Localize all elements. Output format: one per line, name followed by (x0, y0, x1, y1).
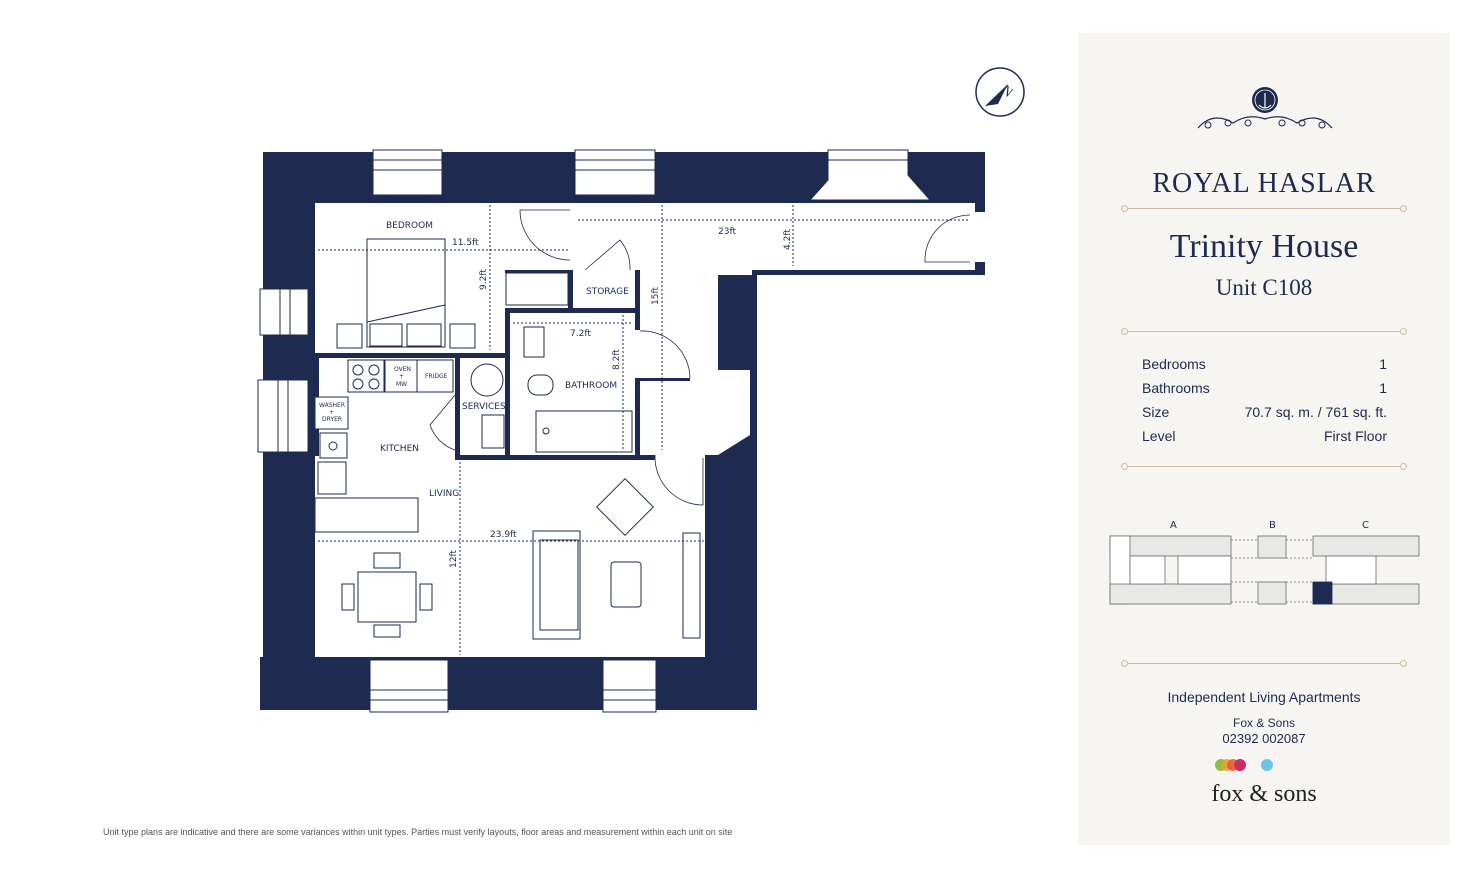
divider (1121, 463, 1407, 470)
dim-15ft: 15ft (651, 287, 661, 305)
dimension-lines (318, 205, 968, 655)
spec-value: 1 (1379, 356, 1387, 372)
divider (1121, 205, 1407, 212)
block-label-b: B (1269, 520, 1276, 531)
armchair (596, 478, 654, 536)
dim-bedroom-width: 11.5ft (452, 238, 479, 248)
info-panel: ROYAL HASLAR Trinity House Unit C108 Bed… (1078, 33, 1450, 845)
tagline: Independent Living Apartments (1167, 689, 1361, 705)
appliance-washer-plus: + (329, 409, 334, 416)
appliance-dryer: DRYER (322, 416, 342, 423)
highlighted-unit (1312, 581, 1333, 605)
unit-title: Unit C108 (1215, 275, 1313, 300)
building-title: Trinity House (1169, 228, 1359, 265)
brand-name: ROYAL HASLAR (1152, 168, 1376, 199)
divider (1121, 328, 1407, 335)
spec-label: Level (1142, 428, 1176, 444)
block-label-c: C (1362, 520, 1369, 531)
dim-bath-width: 7.2ft (570, 329, 591, 339)
spec-value: 1 (1379, 380, 1387, 396)
dim-living-width: 23.9ft (490, 530, 517, 540)
room-label-bathroom: BATHROOM (565, 381, 617, 391)
divider (1121, 660, 1407, 667)
appliance-mw: MW (396, 381, 407, 388)
spec-label: Bedrooms (1142, 356, 1206, 372)
spec-value: 70.7 sq. m. / 761 sq. ft. (1244, 404, 1387, 420)
dim-hall-width: 4.2ft (783, 229, 793, 250)
appliance-washer: WASHER (319, 402, 345, 409)
dim-hall-length: 23ft (718, 227, 736, 237)
room-labels: BEDROOM STORAGE BATHROOM SERVICES KITCHE… (319, 221, 629, 499)
spec-label: Bathrooms (1142, 380, 1210, 396)
room-label-kitchen: KITCHEN (380, 444, 419, 454)
appliance-oven: OVEN (394, 366, 411, 373)
tv-unit (682, 532, 701, 639)
room-label-services: SERVICES (462, 402, 506, 412)
room-label-storage: STORAGE (586, 287, 629, 297)
wardrobe (505, 272, 569, 306)
spec-row: Size 70.7 sq. m. / 761 sq. ft. (1142, 400, 1387, 424)
spec-row: Bathrooms 1 (1142, 376, 1387, 400)
boiler (470, 363, 504, 397)
windows (257, 149, 932, 713)
hob (347, 359, 385, 393)
dim-bedroom-depth: 9.2ft (479, 269, 489, 290)
fox-and-sons-logo: fox & sons (1211, 781, 1317, 807)
fox-and-sons-dots-logo (1215, 759, 1273, 771)
spec-row: Bedrooms 1 (1142, 352, 1387, 376)
spec-row: Level First Floor (1142, 424, 1387, 448)
coffee-table (610, 561, 642, 608)
dimension-labels: 11.5ft 9.2ft 23ft 4.2ft 15ft 7.2ft 8.2ft… (449, 227, 793, 568)
site-key-plan: A B C (1109, 520, 1420, 605)
window-glazing (277, 159, 908, 701)
spec-list: Bedrooms 1 Bathrooms 1 Size 70.7 sq. m. / 7… (1142, 352, 1387, 448)
counter (314, 497, 419, 533)
royal-haslar-crest-logo (1197, 87, 1333, 129)
dim-bath-depth: 8.2ft (612, 349, 622, 370)
room-label-living: LIVING (429, 489, 459, 499)
appliance-fridge: FRIDGE (425, 373, 448, 380)
bath (535, 410, 633, 453)
compass-icon: N (975, 67, 1025, 117)
appliance-oven-plus: + (399, 373, 404, 380)
spec-value: First Floor (1324, 428, 1387, 444)
block-label-a: A (1170, 520, 1177, 531)
agent-name: Fox & Sons (1232, 716, 1296, 730)
spec-label: Size (1142, 404, 1170, 420)
dining-table (357, 571, 417, 623)
furniture (314, 238, 701, 640)
dim-living-depth: 12ft (449, 550, 459, 568)
door-swings (429, 209, 971, 506)
agent-phone: 02392 002087 (1222, 731, 1306, 746)
toilet (527, 374, 554, 396)
disclaimer: Unit type plans are indicative and there… (103, 827, 733, 837)
room-label-bedroom: BEDROOM (386, 221, 433, 231)
